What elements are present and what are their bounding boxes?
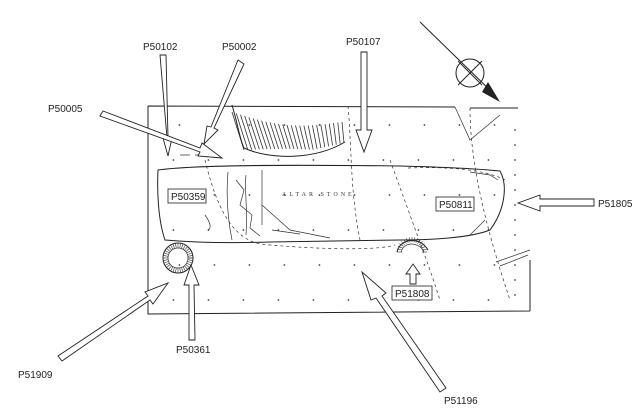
arrow-p51196	[361, 270, 447, 393]
boxed-label-p50359: P50359	[167, 188, 207, 204]
north-arrow-icon	[419, 21, 500, 102]
svg-text:P51808: P51808	[395, 289, 430, 300]
label-p50002: P50002	[222, 42, 257, 53]
arrow-p50361	[183, 263, 200, 341]
label-p51805: P51805	[598, 199, 633, 210]
svg-text:P50811: P50811	[439, 200, 473, 211]
label-p50361: P50361	[176, 345, 211, 356]
stone-inscription: ALTAR STONE	[282, 192, 355, 198]
arrow-p51909	[57, 282, 170, 362]
label-p51909: P51909	[18, 370, 53, 381]
svg-text:P50359: P50359	[171, 192, 206, 203]
stone-inner-left	[226, 170, 263, 241]
boxed-label-p51808: P51808	[391, 285, 433, 301]
post-ring-right	[396, 237, 429, 253]
trench-outline	[147, 105, 531, 315]
arrow-p51808	[405, 263, 421, 285]
trench-edge-right	[454, 106, 501, 141]
post-ring-left	[162, 242, 194, 274]
dashed-line-c	[407, 167, 506, 181]
grid-dots	[172, 124, 516, 301]
arrow-p50002	[203, 59, 245, 146]
dashed-line-d	[204, 159, 396, 250]
label-p51196: P51196	[444, 396, 478, 407]
hatched-bank	[231, 111, 345, 151]
label-p50102: P50102	[143, 42, 178, 53]
stone-right-edge	[469, 171, 499, 236]
dashed-line-a	[347, 105, 361, 241]
altar-stone	[157, 164, 505, 244]
arrow-p51805	[516, 194, 595, 212]
dashed-line-e	[469, 107, 511, 301]
hatched-bank-edge	[231, 104, 346, 157]
dashed-line-b	[389, 159, 441, 301]
label-p50107: P50107	[346, 37, 381, 48]
boxed-label-p50811: P50811	[435, 196, 475, 212]
arrow-p50107	[355, 51, 373, 154]
right-fragment	[495, 249, 531, 267]
label-p50005: P50005	[48, 104, 83, 115]
arrow-p50005	[99, 110, 224, 159]
stone-fracture	[204, 179, 331, 239]
